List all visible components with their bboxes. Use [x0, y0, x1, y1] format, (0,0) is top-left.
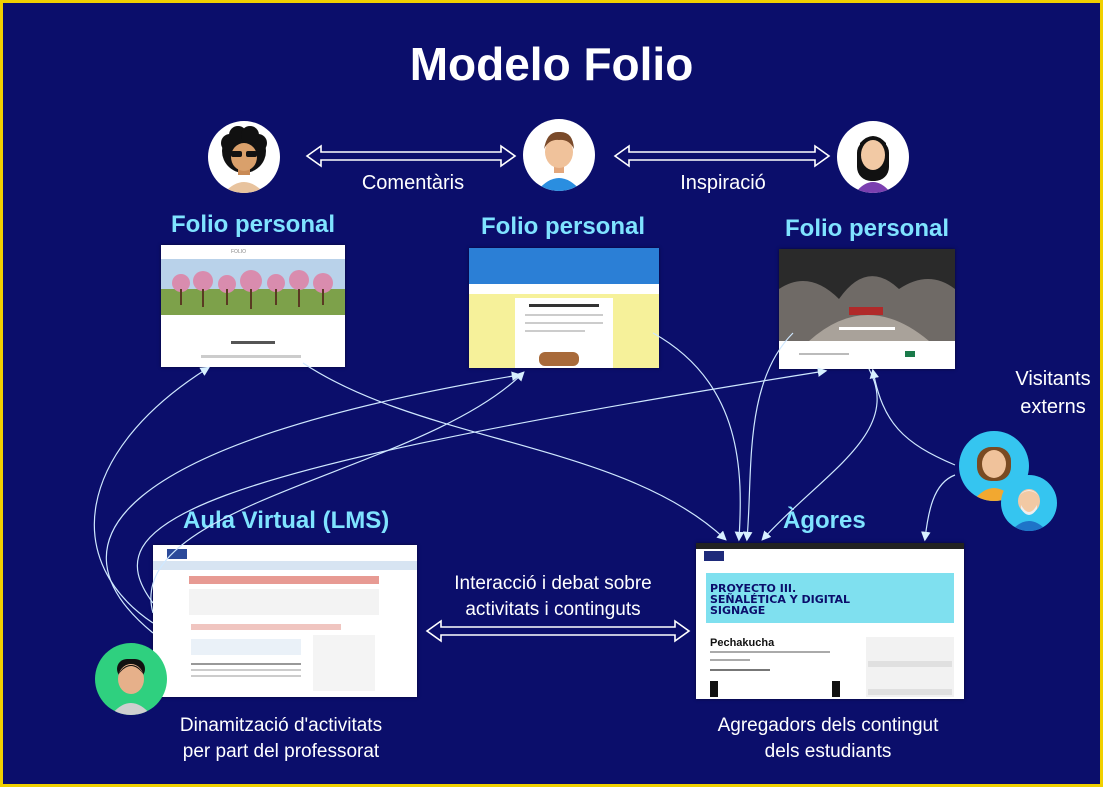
student-avatar-center: [523, 119, 595, 191]
lms-caption: Dinamització d'activitats per part del p…: [161, 713, 401, 765]
lms-screenshot: [153, 545, 417, 697]
agores-caption-line2: dels estudiants: [764, 741, 892, 762]
visitors-label-line2: externs: [1020, 396, 1086, 418]
double-arrow-interaction: [425, 619, 691, 643]
comments-label: Comentàris: [361, 172, 465, 194]
double-arrow-comments: [305, 144, 517, 168]
double-arrow-inspiration: [613, 144, 831, 168]
folio-screenshot-left: FOLIO: [161, 245, 345, 367]
agores-title: Àgores: [783, 507, 866, 534]
interaction-label-line2: activitats i continguts: [465, 599, 641, 620]
lms-caption-line2: per part del professorat: [182, 741, 380, 762]
student-avatar-right: [837, 121, 909, 193]
interaction-label-line1: Interacció i debat sobre: [454, 573, 652, 594]
agores-screenshot: PROYECTO III. SEÑALÉTICA Y DIGITAL SIGNA…: [696, 543, 964, 699]
folio-screenshot-right: [779, 249, 955, 369]
agores-screen-title: PROYECTO III. SEÑALÉTICA Y DIGITAL SIGNA…: [710, 582, 851, 617]
agores-caption: Agregadors dels contingut dels estudiant…: [693, 713, 963, 765]
folio-label-right: Folio personal: [785, 215, 950, 242]
agores-caption-line1: Agregadors dels contingut: [717, 715, 939, 736]
student-avatar-left: [208, 121, 280, 193]
visitors-label: Visitants externs: [1013, 365, 1093, 421]
lms-caption-line1: Dinamització d'activitats: [179, 715, 383, 736]
inspiration-label: Inspiració: [680, 172, 766, 194]
visitor-avatar-elder: [1001, 475, 1057, 531]
diagram-canvas: Modelo Folio Comentàris Insp: [3, 3, 1100, 784]
visitors-label-line1: Visitants: [1015, 368, 1091, 390]
folio-label-center: Folio personal: [481, 213, 646, 240]
teacher-avatar: [95, 643, 167, 715]
agores-screen-post: Pechakucha: [710, 637, 775, 649]
lms-title: Aula Virtual (LMS): [183, 507, 390, 534]
folio-screenshot-center: [469, 248, 659, 368]
diagram-title: Modelo Folio: [409, 38, 694, 90]
interaction-label: Interacció i debat sobre activitats i co…: [433, 571, 673, 623]
folio-label-left: Folio personal: [171, 211, 336, 238]
